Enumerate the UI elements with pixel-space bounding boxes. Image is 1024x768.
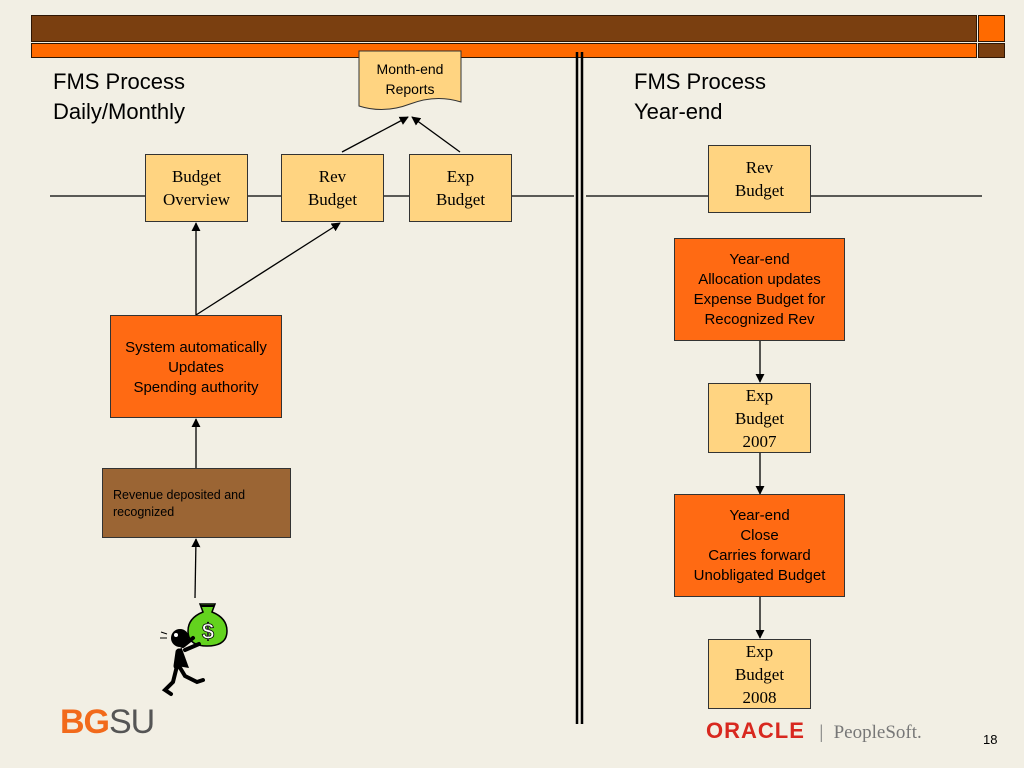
right-title-line2: Year-end bbox=[634, 99, 723, 124]
close-line4: Unobligated Budget bbox=[693, 566, 826, 584]
close-line1: Year-end bbox=[729, 506, 790, 524]
svg-text:$: $ bbox=[202, 619, 214, 644]
header-bar-brown bbox=[31, 15, 977, 42]
year-end-allocation-box: Year-end Allocation updates Expense Budg… bbox=[674, 238, 845, 341]
exp-budget-box: Exp Budget bbox=[409, 154, 512, 222]
header-bar-orange bbox=[31, 43, 977, 58]
month-end-reports: Month-end Reports bbox=[358, 59, 462, 99]
rev-budget-line2: Budget bbox=[307, 190, 358, 209]
exp-budget-2007-box: Exp Budget 2007 bbox=[708, 383, 811, 453]
arrow-rev-to-report bbox=[341, 116, 409, 153]
exp-2007-line1: Exp bbox=[745, 385, 774, 405]
right-rev-budget-line2: Budget bbox=[734, 181, 785, 200]
left-title-line2: Daily/Monthly bbox=[53, 99, 186, 124]
allocation-line1: Year-end bbox=[729, 250, 790, 268]
arrow-exp-to-report bbox=[411, 116, 461, 153]
arrow-system-to-rev bbox=[195, 222, 341, 316]
allocation-line3: Expense Budget for bbox=[693, 290, 826, 308]
close-line2: Close bbox=[740, 526, 779, 544]
exp-budget-line2: Budget bbox=[435, 190, 486, 209]
bgsu-logo-light: SU bbox=[109, 703, 155, 741]
close-line3: Carries forward bbox=[708, 546, 811, 564]
budget-overview-line2: Overview bbox=[162, 190, 231, 209]
logo-separator: | bbox=[819, 722, 824, 743]
oracle-peoplesoft-logo: ORACLE | PeopleSoft. bbox=[706, 718, 922, 744]
exp-2008-line3: 2008 bbox=[742, 687, 777, 707]
exp-2008-line2: Budget bbox=[734, 664, 785, 684]
right-title-line1: FMS Process bbox=[634, 69, 767, 94]
bgsu-logo: BGSU bbox=[60, 703, 155, 742]
report-line2: Reports bbox=[385, 81, 435, 97]
left-title-line1: FMS Process bbox=[53, 69, 186, 94]
page-number: 18 bbox=[983, 732, 998, 747]
revenue-deposited-text: Revenue deposited and recognized bbox=[113, 488, 246, 519]
revenue-deposited-box: Revenue deposited and recognized bbox=[102, 468, 291, 538]
exp-budget-2008-box: Exp Budget 2008 bbox=[708, 639, 811, 709]
month-end-reports-document-icon bbox=[358, 50, 462, 110]
peoplesoft-logo-text: PeopleSoft. bbox=[833, 722, 922, 743]
oracle-logo-text: ORACLE bbox=[706, 718, 805, 743]
rev-budget-box: Rev Budget bbox=[281, 154, 384, 222]
allocation-line4: Recognized Rev bbox=[704, 310, 815, 328]
allocation-line2: Allocation updates bbox=[698, 270, 821, 288]
system-updates-line2: Updates bbox=[168, 359, 224, 376]
report-line1: Month-end bbox=[376, 61, 444, 77]
exp-2007-line3: 2007 bbox=[742, 431, 777, 451]
stick-figure-money-bag-icon: $ bbox=[160, 603, 228, 696]
rev-budget-line1: Rev bbox=[318, 167, 347, 186]
year-end-close-box: Year-end Close Carries forward Unobligat… bbox=[674, 494, 845, 597]
system-updates-box: System automatically Updates Spending au… bbox=[110, 315, 282, 418]
arrow-money-to-revenue bbox=[191, 538, 201, 599]
exp-2007-line2: Budget bbox=[734, 408, 785, 428]
system-updates-line3: Spending authority bbox=[133, 379, 259, 396]
budget-overview-line1: Budget bbox=[171, 167, 222, 186]
header-square-brown bbox=[978, 43, 1005, 58]
exp-budget-line1: Exp bbox=[446, 167, 475, 186]
exp-2008-line1: Exp bbox=[745, 641, 774, 661]
budget-overview-box: Budget Overview bbox=[145, 154, 248, 222]
left-section-title: FMS Process Daily/Monthly bbox=[53, 67, 185, 127]
system-updates-line1: System automatically bbox=[125, 339, 267, 356]
header-square-orange bbox=[978, 15, 1005, 42]
bgsu-logo-bold: BG bbox=[60, 703, 110, 741]
right-rev-budget-line1: Rev bbox=[745, 158, 774, 177]
right-rev-budget-box: Rev Budget bbox=[708, 145, 811, 213]
right-section-title: FMS Process Year-end bbox=[634, 67, 766, 127]
